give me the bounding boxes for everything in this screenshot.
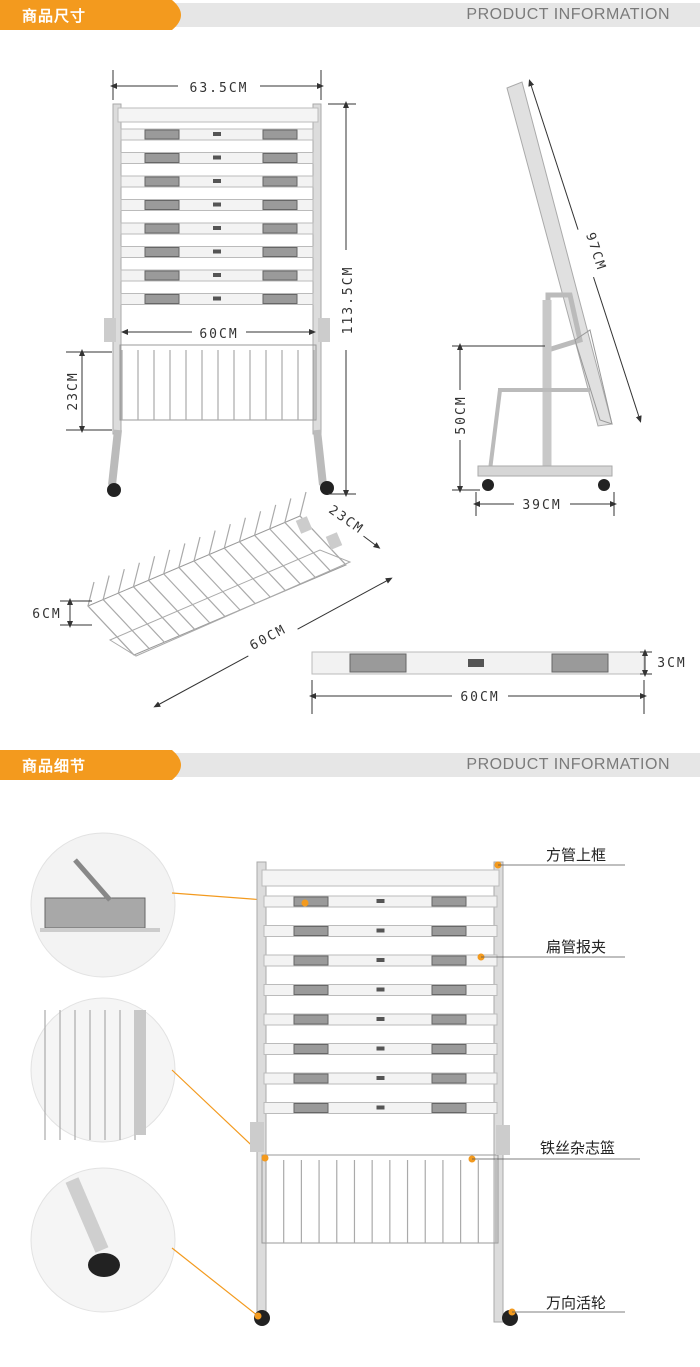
clip-bar-view bbox=[311, 651, 645, 675]
clip bbox=[431, 985, 467, 995]
bar-label bbox=[213, 296, 221, 301]
wire bbox=[147, 556, 156, 581]
clip bbox=[262, 270, 298, 281]
section-title: 商品尺寸 bbox=[22, 7, 87, 25]
bar-label bbox=[376, 1017, 385, 1021]
clip bbox=[262, 153, 298, 163]
wire bbox=[284, 522, 332, 572]
front-height-label: 113.5CM bbox=[341, 266, 356, 335]
clip bbox=[431, 1014, 467, 1025]
wire bbox=[102, 599, 150, 649]
wire bbox=[163, 549, 171, 575]
wire bbox=[254, 534, 302, 585]
clip bbox=[144, 153, 180, 163]
clip bbox=[262, 129, 298, 140]
wire bbox=[223, 523, 231, 549]
bar-label bbox=[376, 1046, 385, 1051]
wire bbox=[193, 536, 201, 562]
zoom-basket-circle bbox=[30, 997, 176, 1143]
section-subtitle: PRODUCT INFORMATION bbox=[466, 756, 670, 773]
clip bbox=[144, 270, 180, 281]
side-depth-label: 39CM bbox=[522, 498, 561, 513]
bar-thickness-label: 3CM bbox=[657, 656, 686, 671]
clip bbox=[293, 896, 329, 907]
bar-label bbox=[376, 928, 385, 933]
clip bbox=[144, 294, 180, 304]
wire bbox=[238, 517, 247, 542]
section-header-detail: 商品细节 PRODUCT INFORMATION bbox=[0, 750, 700, 780]
clip bbox=[293, 1103, 329, 1113]
section-subtitle: PRODUCT INFORMATION bbox=[466, 6, 670, 23]
callout-casters: 万向活轮 bbox=[546, 1294, 607, 1312]
bar-label bbox=[213, 132, 221, 136]
wire bbox=[299, 491, 307, 517]
basket-height-label: 23CM bbox=[66, 371, 81, 410]
wire bbox=[87, 581, 95, 607]
front-width-label: 63.5CM bbox=[190, 81, 249, 96]
clip bbox=[144, 129, 180, 140]
clip bbox=[431, 926, 467, 936]
wire bbox=[208, 530, 216, 555]
clip bbox=[262, 200, 298, 210]
wire bbox=[269, 504, 277, 530]
wire bbox=[269, 528, 317, 579]
bar-label bbox=[376, 987, 385, 992]
section-header-size: 商品尺寸 PRODUCT INFORMATION bbox=[0, 0, 700, 30]
callout-wire-basket: 铁丝杂志篮 bbox=[540, 1139, 616, 1157]
clip bbox=[144, 223, 180, 234]
zoom-clip-circle bbox=[30, 832, 176, 978]
clip bbox=[431, 1044, 467, 1054]
clip bbox=[144, 176, 180, 187]
clip bbox=[293, 955, 329, 966]
wire bbox=[87, 605, 135, 656]
callout-flat-clip: 扁管报夹 bbox=[546, 938, 607, 956]
wire bbox=[178, 543, 186, 568]
callout-top-frame: 方管上框 bbox=[546, 846, 607, 864]
clip bbox=[293, 926, 329, 936]
header-tab bbox=[0, 0, 190, 30]
clip bbox=[293, 1073, 329, 1084]
zoom-caster-circle bbox=[30, 1167, 176, 1313]
bar-label bbox=[213, 155, 221, 160]
clip bbox=[431, 1103, 467, 1113]
header-tab bbox=[0, 750, 190, 780]
wire bbox=[253, 511, 262, 536]
clip bbox=[144, 200, 180, 210]
clip bbox=[262, 223, 298, 234]
bar-label bbox=[213, 273, 221, 277]
clip bbox=[144, 247, 180, 257]
bar-label bbox=[376, 1105, 385, 1110]
side-height-label: 50CM bbox=[454, 395, 469, 434]
bar-label bbox=[213, 226, 221, 230]
front-clip-bars bbox=[120, 128, 314, 305]
bar-label bbox=[213, 249, 221, 254]
wire bbox=[132, 562, 141, 587]
wire bbox=[284, 498, 292, 523]
bar-label bbox=[376, 1076, 385, 1080]
clip bbox=[431, 1073, 467, 1084]
clip bbox=[431, 896, 467, 907]
detail-rack bbox=[250, 861, 518, 1326]
bar-label bbox=[376, 899, 385, 903]
section-title: 商品细节 bbox=[22, 757, 87, 775]
front-view-rack bbox=[104, 103, 334, 497]
basket-lip-label: 6CM bbox=[32, 607, 61, 622]
clip bbox=[431, 955, 467, 966]
clip bbox=[262, 294, 298, 304]
front-basket-wires bbox=[121, 350, 315, 420]
clip bbox=[262, 247, 298, 257]
clip bbox=[293, 1014, 329, 1025]
bar-label bbox=[376, 958, 385, 962]
clip bbox=[293, 1044, 329, 1054]
bar-label bbox=[213, 179, 221, 183]
bar-label bbox=[213, 202, 221, 207]
inner-width-label: 60CM bbox=[199, 327, 238, 342]
clip bbox=[293, 985, 329, 995]
wire bbox=[102, 575, 110, 600]
bar-length-label: 60CM bbox=[460, 690, 499, 705]
dimension-figures: 63.5CM 113.5CM 60CM 23CM 97CM 50CM 39CM bbox=[32, 70, 686, 714]
wire bbox=[117, 568, 125, 594]
clip bbox=[262, 176, 298, 187]
